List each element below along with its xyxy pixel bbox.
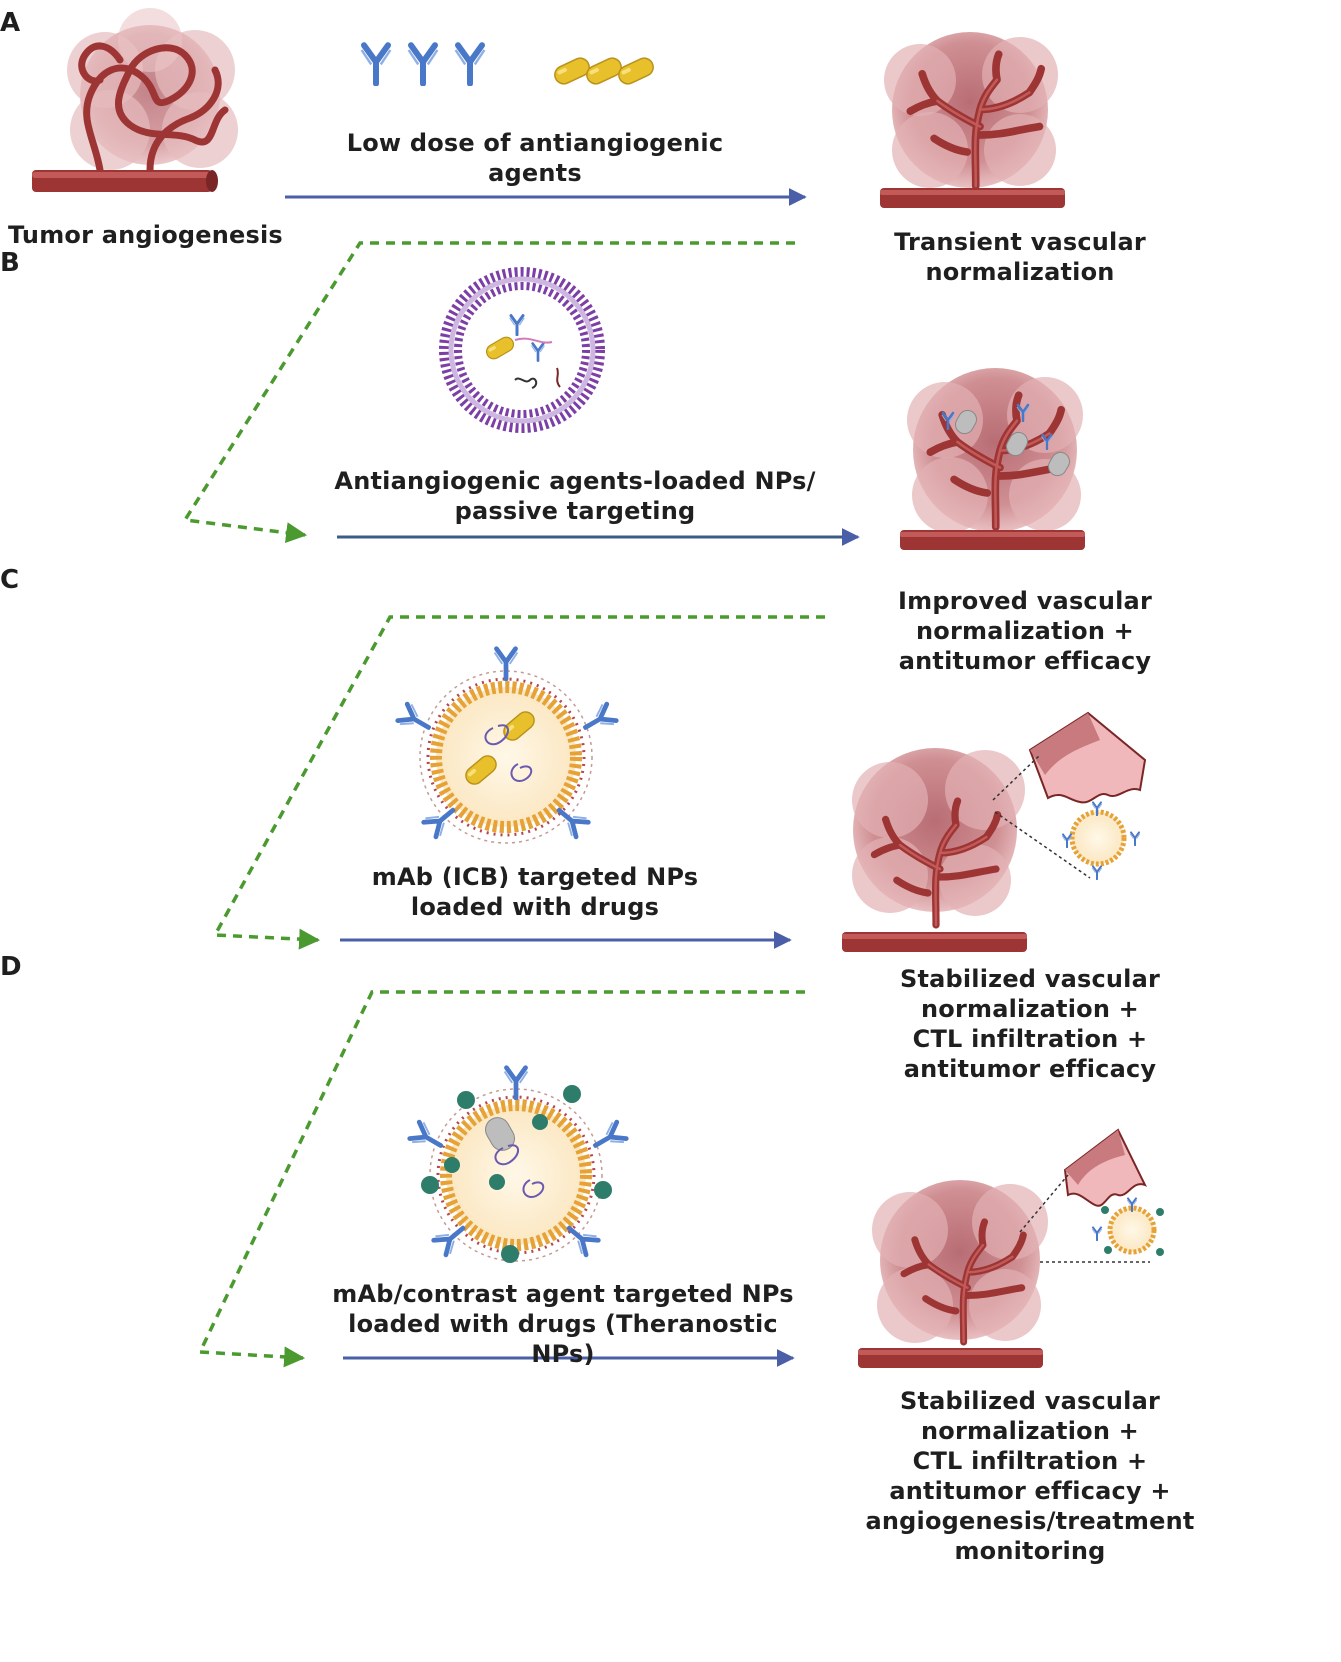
outcome-c-line-2: normalization + bbox=[921, 995, 1139, 1023]
tumor-angiogenesis-illustration bbox=[32, 8, 238, 192]
outcome-b-label: Improved vascular normalization + antitu… bbox=[870, 586, 1180, 676]
dashed-connector-a-b bbox=[182, 241, 795, 544]
outcome-d-line-3: CTL infiltration + bbox=[912, 1447, 1148, 1475]
liposome-nanoparticle-illustration bbox=[439, 267, 605, 433]
step-a-label: Low dose of antiangiogenic agents bbox=[346, 129, 724, 187]
step-c-label: mAb (ICB) targeted NPs loaded with drugs bbox=[340, 862, 730, 922]
step-c-line-1: mAb (ICB) targeted NPs bbox=[371, 863, 699, 891]
outcome-c-line-3: CTL infiltration + bbox=[912, 1025, 1148, 1053]
step-b-line-1: Antiangiogenic agents-loaded NPs/ bbox=[334, 467, 816, 495]
panel-letter-a: A bbox=[0, 8, 21, 38]
outcome-b-line-3: antitumor efficacy bbox=[898, 647, 1152, 675]
improved-normalization-tumor-illustration bbox=[900, 368, 1085, 550]
outcome-c-line-1: Stabilized vascular bbox=[899, 965, 1161, 993]
step-c-line-2: loaded with drugs bbox=[410, 893, 660, 921]
drug-capsule-icons bbox=[550, 54, 658, 88]
theranostic-nanoparticle-illustration bbox=[409, 1068, 627, 1263]
step-d-label: mAb/contrast agent targeted NPs loaded w… bbox=[318, 1279, 808, 1369]
outcome-c-label: Stabilized vascular normalization + CTL … bbox=[870, 964, 1190, 1084]
panel-letter-c: C bbox=[0, 565, 20, 595]
dashed-connector-c-d bbox=[197, 990, 805, 1368]
mab-targeted-nanoparticle-illustration bbox=[397, 649, 617, 844]
theranostic-outcome-tumor-illustration bbox=[858, 1128, 1164, 1368]
tumor-angiogenesis-label: Tumor angiogenesis bbox=[8, 221, 283, 249]
outcome-d-line-5: angiogenesis/treatment bbox=[865, 1507, 1195, 1535]
outcome-d-line-4: antitumor efficacy + bbox=[889, 1477, 1171, 1505]
stabilized-normalization-tumor-illustration bbox=[842, 711, 1147, 952]
outcome-d-label: Stabilized vascular normalization + CTL … bbox=[860, 1386, 1200, 1566]
transient-normalization-tumor-illustration bbox=[880, 32, 1065, 208]
antibody-icons bbox=[362, 45, 485, 83]
panel-letter-b: B bbox=[0, 248, 20, 278]
outcome-d-line-6: monitoring bbox=[954, 1537, 1106, 1565]
outcome-d-line-1: Stabilized vascular bbox=[899, 1387, 1161, 1415]
step-d-line-1: mAb/contrast agent targeted NPs bbox=[332, 1280, 794, 1308]
outcome-d-line-2: normalization + bbox=[921, 1417, 1139, 1445]
outcome-b-line-2: normalization + bbox=[916, 617, 1134, 645]
step-b-line-2: passive targeting bbox=[454, 497, 696, 525]
dashed-connector-b-c bbox=[212, 615, 825, 950]
outcome-b-line-1: Improved vascular bbox=[898, 587, 1152, 615]
step-d-line-2: loaded with drugs (Theranostic NPs) bbox=[348, 1310, 778, 1368]
outcome-c-line-4: antitumor efficacy bbox=[903, 1055, 1157, 1083]
panel-letter-d: D bbox=[0, 952, 22, 982]
step-b-label: Antiangiogenic agents-loaded NPs/ passiv… bbox=[330, 466, 820, 526]
outcome-a-label: Transient vascular normalization bbox=[894, 228, 1146, 286]
